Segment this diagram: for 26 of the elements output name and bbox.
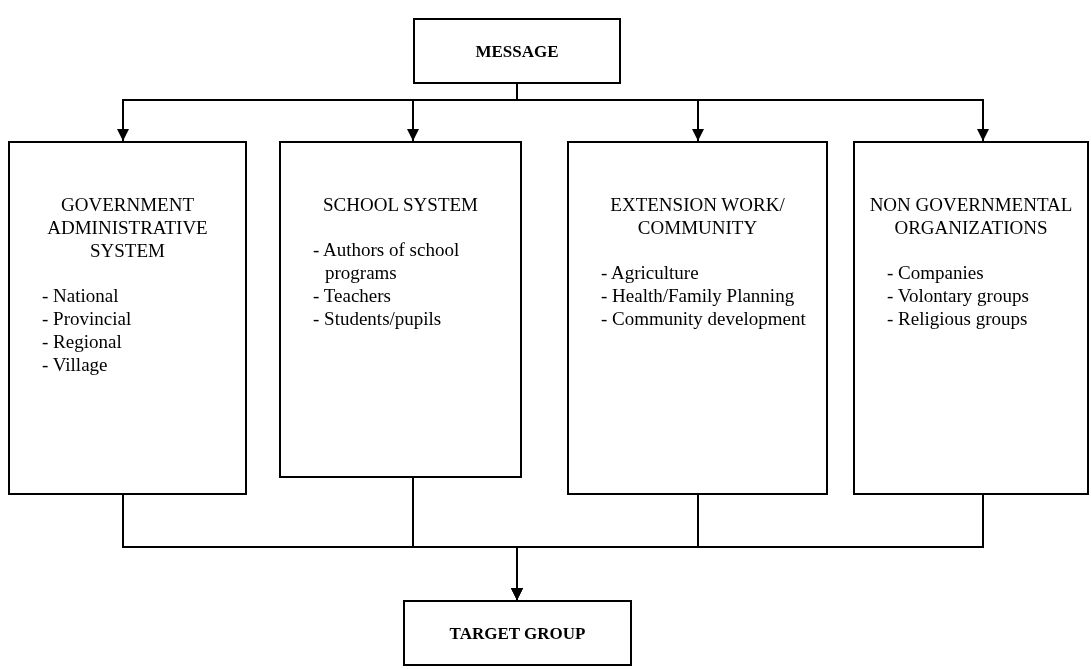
arrow [511, 494, 984, 601]
box-heading: SCHOOL SYSTEM [322, 193, 479, 216]
process-box [8, 141, 247, 495]
list-item: - Authors of school programs [312, 238, 461, 284]
list-item: - Regional [41, 330, 123, 353]
list-item: - National [41, 284, 120, 307]
list-item: - Volontary groups [886, 284, 1030, 307]
list-item: - Companies [886, 261, 985, 284]
list-item: - Agriculture [600, 261, 700, 284]
process-box [403, 600, 632, 666]
process-box [567, 141, 828, 495]
process-box [279, 141, 522, 478]
list-item: - Health/Family Planning [600, 284, 796, 307]
box-title: MESSAGE [474, 40, 560, 63]
box-heading: GOVERNMENT ADMINISTRATIVE SYSTEM [46, 193, 209, 262]
list-item: - Community development [600, 307, 807, 330]
list-item: - Religious groups [886, 307, 1029, 330]
process-box [853, 141, 1089, 495]
box-heading: EXTENSION WORK/ COMMUNITY [609, 193, 786, 239]
list-item: - Provincial [41, 307, 133, 330]
list-item: - Students/pupils [312, 307, 443, 330]
list-item: - Teachers [312, 284, 392, 307]
list-item: - Village [41, 353, 109, 376]
box-title: TARGET GROUP [448, 622, 587, 645]
process-box [413, 18, 621, 84]
box-heading: NON GOVERNMENTAL ORGANIZATIONS [868, 193, 1074, 239]
